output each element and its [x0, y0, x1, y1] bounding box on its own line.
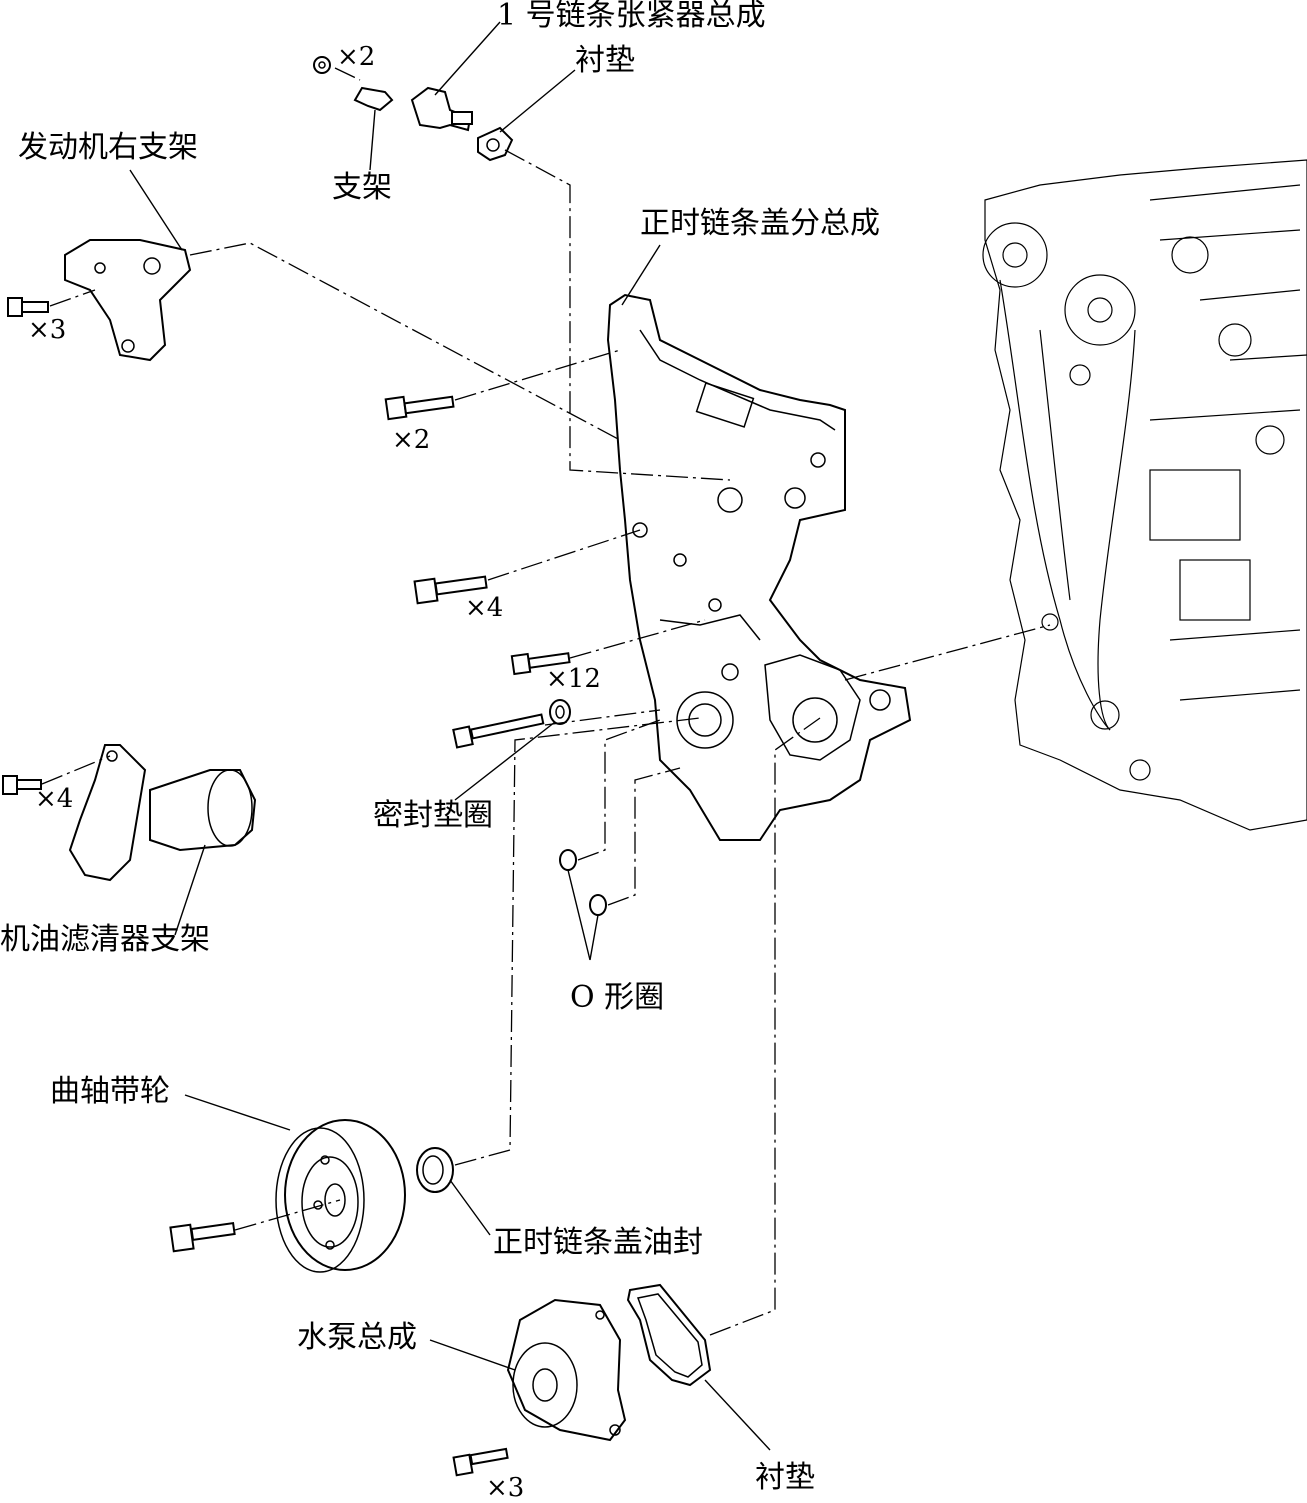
bolt-pulley — [169, 1221, 236, 1253]
gasket-top — [477, 126, 514, 162]
label-o-ring: O 形圈 — [570, 980, 665, 1015]
engine-right-bracket — [64, 239, 192, 362]
label-gasket-bottom: 衬垫 — [755, 1460, 815, 1495]
bolt-cover-a — [384, 395, 455, 421]
oil-seal — [416, 1147, 454, 1193]
bolt-oil-filter — [2, 775, 42, 795]
engine-block — [982, 159, 1307, 831]
nut-top — [313, 56, 331, 74]
alignment-lines — [41, 67, 1051, 1336]
leader-lines — [129, 21, 771, 1451]
timing-chain-cover — [606, 293, 912, 841]
o-ring-1 — [559, 849, 577, 871]
bolt-long — [452, 713, 545, 749]
water-pump — [506, 1298, 627, 1442]
qty-engine-bracket-bolt: ×3 — [28, 315, 67, 345]
bolt-water-pump — [452, 1447, 509, 1477]
label-oil-filter-bracket: 机油滤清器支架 — [0, 922, 210, 957]
label-oil-seal: 正时链条盖油封 — [493, 1225, 703, 1260]
crankshaft-pulley — [275, 1119, 406, 1273]
seal-washer — [549, 699, 571, 725]
qty-water-pump-bolt: ×3 — [486, 1473, 525, 1503]
tensioner-assembly — [410, 86, 473, 132]
qty-cover-bolt-a: ×2 — [392, 425, 431, 455]
label-seal-washer: 密封垫圈 — [373, 798, 493, 833]
qty-oil-filter-bolt: ×4 — [35, 784, 74, 814]
oil-filter-bracket — [68, 744, 257, 882]
label-gasket-top: 衬垫 — [575, 43, 635, 78]
o-ring-2 — [589, 894, 607, 916]
gasket-bottom — [626, 1283, 712, 1387]
bolt-cover-c — [510, 652, 571, 676]
qty-cover-bolt-c: ×12 — [546, 664, 601, 694]
label-bracket: 支架 — [332, 170, 392, 205]
label-tensioner: 1 号链条张紧器总成 — [497, 0, 766, 33]
label-water-pump: 水泵总成 — [297, 1320, 417, 1355]
label-crankshaft-pulley: 曲轴带轮 — [50, 1074, 170, 1109]
label-engine-right-bracket: 发动机右支架 — [18, 130, 198, 165]
qty-cover-bolt-b: ×4 — [465, 593, 504, 623]
bolt-cover-b — [413, 575, 488, 605]
bracket-small — [353, 86, 394, 112]
qty-nut-top: ×2 — [337, 42, 376, 72]
bolt-engine-bracket — [7, 297, 49, 317]
label-timing-chain-cover: 正时链条盖分总成 — [640, 206, 880, 241]
